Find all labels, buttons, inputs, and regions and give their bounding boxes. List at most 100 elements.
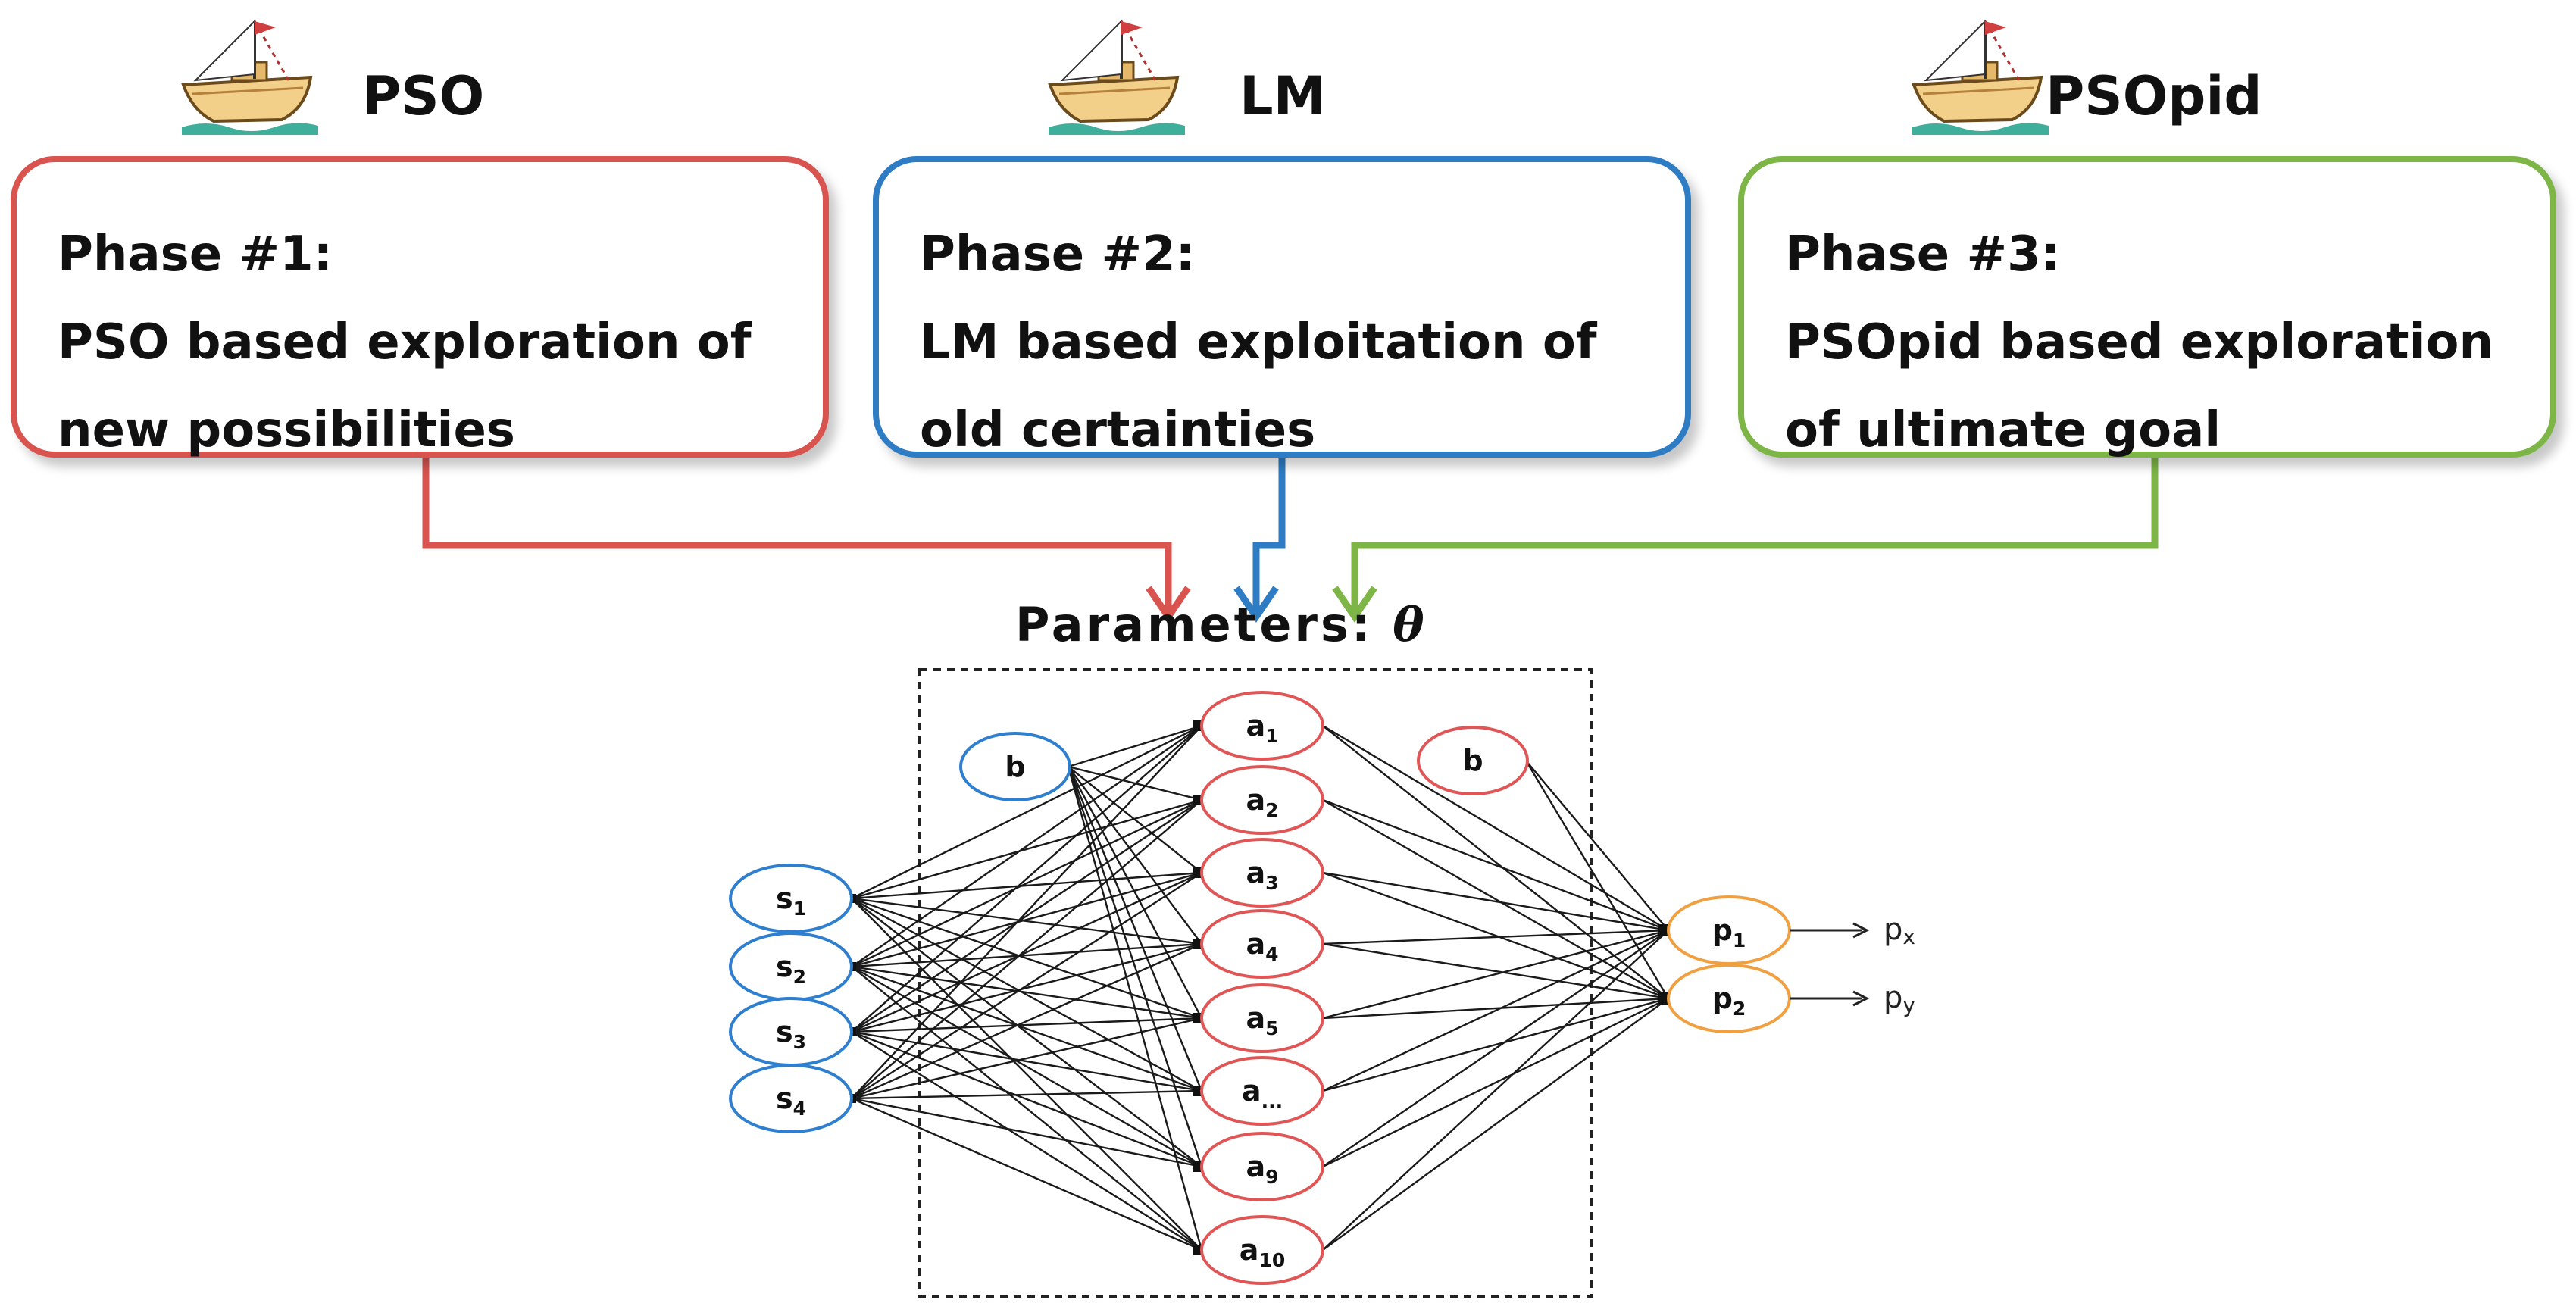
output-target-2: py <box>1884 980 1915 1017</box>
phase-2-desc-line-2: old certainties <box>920 402 1316 458</box>
input-node-1-label: s1 <box>776 882 806 920</box>
edge-input-hidden <box>851 724 1202 900</box>
parameters-title: Parameters: θ <box>1015 597 1427 652</box>
hidden-node-4-label: a4 <box>1246 927 1278 965</box>
edge-bias-hidden <box>1068 724 1202 768</box>
input-bias-node-label: b <box>1005 750 1025 783</box>
edge-bias-hidden <box>1068 766 1202 945</box>
phase-3-title: Phase #3: <box>1785 227 2061 283</box>
edge-input-hidden <box>851 965 1202 1168</box>
phase-1-title: Phase #1: <box>58 227 333 283</box>
edge-hidden-output <box>1322 998 1669 1251</box>
input-node-4-label-sub: 4 <box>793 1098 806 1120</box>
input-node-3-label-base: s <box>776 1015 793 1048</box>
edge-input-hidden <box>851 965 1202 1020</box>
phase-3-desc-line-2: of ultimate goal <box>1785 402 2221 458</box>
output-target-base: p <box>1884 980 1902 1015</box>
boat-hull-icon <box>1048 75 1180 123</box>
edge-hidden-output <box>1322 929 1669 1092</box>
hidden-node-2-label: a2 <box>1246 783 1278 821</box>
edge-hidden-output <box>1322 997 1669 1092</box>
edge-input-hidden <box>851 1089 1202 1100</box>
hidden-node-3-label-sub: 3 <box>1265 872 1278 894</box>
edge-input-hidden <box>851 897 1202 945</box>
sail-icon <box>1060 19 1122 82</box>
output-target-base: p <box>1884 912 1902 947</box>
water-icon <box>182 123 318 135</box>
input-node-3-label-sub: 3 <box>793 1031 806 1053</box>
theta-symbol: θ <box>1393 597 1427 652</box>
edge-input-hidden <box>851 799 1202 1099</box>
edge-hidden-output <box>1322 929 1669 945</box>
parameters-label: Parameters: <box>1015 597 1393 652</box>
hidden-node-8-label: a10 <box>1240 1233 1285 1271</box>
edge-hidden-output <box>1322 871 1669 932</box>
hidden-node-6-label-base: a <box>1242 1074 1261 1108</box>
output-junction <box>1658 924 1670 936</box>
algo-label-lm: LM <box>1240 65 1327 127</box>
output-node-1-label-sub: 1 <box>1733 930 1746 951</box>
input-node-4 <box>729 1064 853 1133</box>
edge-input-hidden <box>851 898 1202 1251</box>
hidden-node-4-label-sub: 4 <box>1265 943 1278 965</box>
hidden-node-8-label-base: a <box>1240 1233 1259 1267</box>
hidden-node-3-label-base: a <box>1246 856 1265 889</box>
edge-input-hidden <box>851 871 1202 1100</box>
input-node-2-label: s2 <box>776 950 806 988</box>
input-node-2-label-sub: 2 <box>793 966 806 988</box>
hidden-node-3-label: a3 <box>1246 856 1278 894</box>
output-target-sub: y <box>1902 992 1915 1017</box>
edge-bias-hidden <box>1067 766 1203 1019</box>
boat-stripe-icon <box>1922 86 2034 95</box>
hidden-node-6-label-sub: ... <box>1261 1090 1283 1112</box>
connector-lm <box>1252 458 1286 614</box>
phase-1-desc-line-2: new possibilities <box>58 402 515 458</box>
algo-label-psopid: PSOpid <box>2046 65 2262 127</box>
sail-icon <box>193 19 255 82</box>
hidden-node-5 <box>1200 983 1324 1053</box>
edge-input-hidden <box>851 965 1202 1092</box>
input-node-4-label-base: s <box>776 1082 793 1115</box>
edge-bias-output <box>1524 760 1670 999</box>
water-icon <box>1049 123 1185 135</box>
edge-bias-output <box>1525 760 1669 931</box>
hidden-node-3 <box>1200 838 1324 908</box>
edge-input-hidden <box>851 897 1202 1020</box>
edge-hidden-output <box>1322 798 1669 1000</box>
edge-input-hidden <box>851 1097 1202 1168</box>
edge-hidden-output <box>1322 997 1669 1168</box>
output-target-1: px <box>1884 912 1915 949</box>
boat-stripe-icon <box>192 86 304 95</box>
edge-hidden-output <box>1322 725 1669 999</box>
connector-lm-arrowhead <box>1233 586 1279 623</box>
phase-3-desc-line-1: PSOpid based exploration <box>1785 314 2494 370</box>
output-arrowhead <box>1852 990 1870 1007</box>
output-junction <box>1658 992 1670 1005</box>
edge-input-hidden <box>851 1030 1202 1168</box>
output-node-2-label-base: p <box>1712 982 1733 1015</box>
hidden-node-1-label: a1 <box>1246 709 1278 747</box>
hidden-bias-node-label: b <box>1462 744 1483 777</box>
flag-icon <box>255 21 276 35</box>
edge-hidden-output <box>1322 798 1669 932</box>
edge-bias-hidden <box>1067 766 1203 1167</box>
edge-input-hidden <box>851 898 1202 1167</box>
edge-input-hidden <box>851 871 1202 968</box>
edge-hidden-output <box>1322 871 1669 1000</box>
input-node-1-label-base: s <box>776 882 793 915</box>
boat-icon-pso <box>181 19 318 135</box>
output-node-1-label-base: p <box>1712 914 1733 947</box>
water-icon <box>1912 123 2049 135</box>
hidden-node-8 <box>1200 1215 1324 1285</box>
edge-input-hidden <box>851 725 1202 1033</box>
flag-icon <box>1121 21 1143 35</box>
edge-input-hidden <box>851 1017 1202 1033</box>
hidden-node-2-label-base: a <box>1246 783 1265 817</box>
boat-hull-icon <box>1912 75 2043 123</box>
hidden-node-4-label-base: a <box>1246 927 1265 961</box>
edge-input-hidden <box>851 871 1202 1033</box>
edge-bias-hidden <box>1067 766 1203 1092</box>
hidden-node-7-label-sub: 9 <box>1265 1166 1278 1188</box>
hidden-node-7 <box>1200 1132 1324 1201</box>
